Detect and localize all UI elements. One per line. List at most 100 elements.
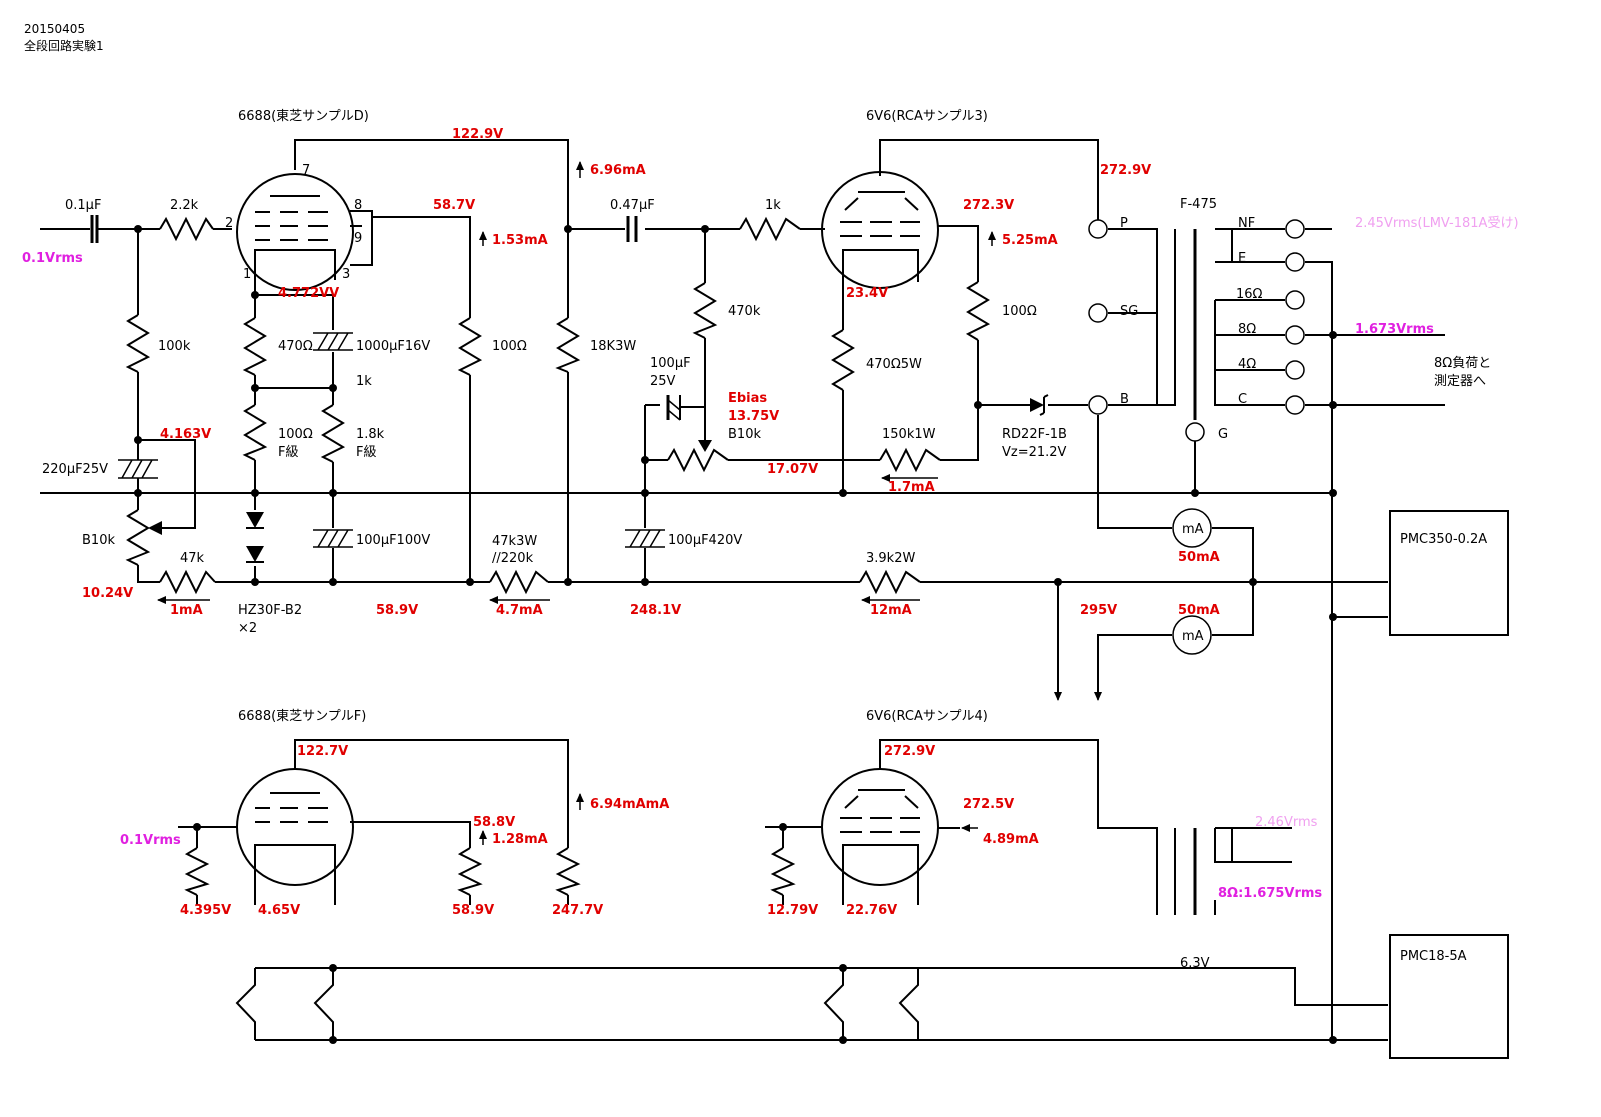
pin-8: 8 [354,198,362,213]
label-term-p: P [1120,216,1128,231]
label-r-100k: 100k [158,339,191,354]
label-r-150k: 150k1W [882,427,936,442]
reading-v-2723: 272.3V [963,198,1014,213]
reading-f-v-465: 4.65V [258,903,300,918]
label-vz: Vz=21.2V [1002,445,1067,460]
label-term-nf: NF [1238,216,1255,231]
label-c-100-25b: 25V [650,374,676,389]
reading-ebias: 13.75V [728,409,779,424]
resistor-1k-b [739,216,801,242]
pin-1: 1 [243,267,251,282]
reading-i-525: 5.25mA [1002,233,1058,248]
label-r-100-b: 100Ω [1002,304,1037,319]
label-term-sg: SG [1120,304,1138,319]
pin-2: 2 [225,216,233,231]
pmc18-box [1389,934,1509,1059]
resistor-b10k-a [125,509,151,566]
label-r-47k: 47k [180,551,205,566]
resistor-100-a [457,317,483,376]
resistor-2k2 [159,216,214,242]
resistor-100-b [965,281,991,341]
label-transformer: F-475 [1180,197,1217,212]
label-meter-2: mA [1182,629,1204,644]
label-r-39k: 3.9k2W [866,551,915,566]
resistor-47k [159,569,216,595]
resistor-39k [859,569,921,595]
label-r-47k3w: 47k3W [492,534,537,549]
wiper-arrow-a [148,521,162,535]
label-zener-qty: ×2 [238,621,257,636]
reading-f-v-2276: 22.76V [846,903,897,918]
pin-9: 9 [354,231,362,246]
label-vr-b10k-b: B10k [728,427,761,442]
label-pmc18: PMC18-5A [1400,949,1467,964]
resistor-100-f [242,404,268,461]
reading-v-295: 295V [1080,603,1117,618]
electrolytic-caps [118,332,681,548]
reading-i-12: 12mA [870,603,912,618]
label-r-470-5w: 470Ω5W [866,357,922,372]
tube-v1 [236,173,354,291]
reading-f-i-694: 6.94mAmA [590,797,669,812]
label-c-100-420: 100μF420V [668,533,742,548]
label-r-18k3w: 18K3W [590,339,636,354]
label-f-grade-a: F級 [278,445,298,460]
signal-levels: 0.1Vrms 2.45Vrms(LMV-181A受け) 1.673Vrms 0… [22,216,1519,901]
signal-in-b: 0.1Vrms [120,833,181,848]
label-r-470k: 470k [728,304,761,319]
label-term-c: C [1238,392,1247,407]
reading-f-v-2477: 247.7V [552,903,603,918]
resistor-1k8 [320,404,346,463]
reading-v-2481: 248.1V [630,603,681,618]
label-r-470: 470Ω [278,339,313,354]
label-meter-1: mA [1182,522,1204,537]
reading-v1-plate: 122.9V [452,127,503,142]
reading-v-589: 58.9V [376,603,418,618]
reading-i-47: 4.7mA [496,603,543,618]
signal-out-b1: 2.46Vrms [1255,815,1318,830]
junction-dots [134,225,1337,1044]
measured-readings: 122.9V 6.96mA 58.7V 1.53mA 4.772VV 4.163… [82,127,1220,918]
label-c-100-25: 100μF [650,356,691,371]
reading-i-50a: 50mA [1178,550,1220,565]
resistor-470k [692,282,718,339]
pmc350-box [1389,510,1509,636]
reading-f-v-1279: 12.79V [767,903,818,918]
tube-v3-label: 6688(東芝サンプルF) [238,708,366,724]
pin-7: 7 [302,163,310,178]
reading-i-1ma: 1mA [170,603,203,618]
pin-3: 3 [342,267,350,282]
label-c-220: 220μF25V [42,462,108,477]
resistor-100k [125,314,151,373]
page-title: 全段回路実験1 [24,38,104,53]
label-r-100-f: 100Ω [278,427,313,442]
signal-out-b2: 8Ω:1.675Vrms [1218,886,1322,901]
label-term-e: E [1238,251,1246,266]
resistor-18k3w [555,317,581,373]
label-r-1k-b: 1k [765,198,781,213]
reading-f-v-2725: 272.5V [963,797,1014,812]
label-term-8: 8Ω [1238,322,1256,337]
transformer-terminals [1088,219,1305,442]
label-rd22: RD22F-1B [1002,427,1067,442]
bottom-wiring [178,739,1388,1044]
label-f-grade-b: F級 [356,445,376,460]
component-labels: 6688(東芝サンプルD) 6V6(RCAサンプル3) 6688(東芝サンプルF… [42,108,1491,971]
signal-in-a: 0.1Vrms [22,251,83,266]
label-zener: HZ30F-B2 [238,603,302,618]
tube-v4-label: 6V6(RCAサンプル4) [866,709,988,724]
reading-i-17: 1.7mA [888,480,935,495]
reading-f-v-2729: 272.9V [884,744,935,759]
arrow-markers [157,161,1102,845]
label-load-a: 8Ω負荷と [1434,356,1491,371]
signal-out-nf: 2.45Vrms(LMV-181A受け) [1355,216,1519,231]
label-r-220k: //220k [492,551,534,566]
tube-v1-label: 6688(東芝サンプルD) [238,108,369,124]
reading-f-i-128: 1.28mA [492,832,548,847]
signal-out-8: 1.673Vrms [1355,322,1434,337]
label-term-b: B [1120,392,1129,407]
label-r-2k2: 2.2k [170,198,199,213]
reading-v-1024: 10.24V [82,586,133,601]
label-c-047: 0.47μF [610,198,655,213]
